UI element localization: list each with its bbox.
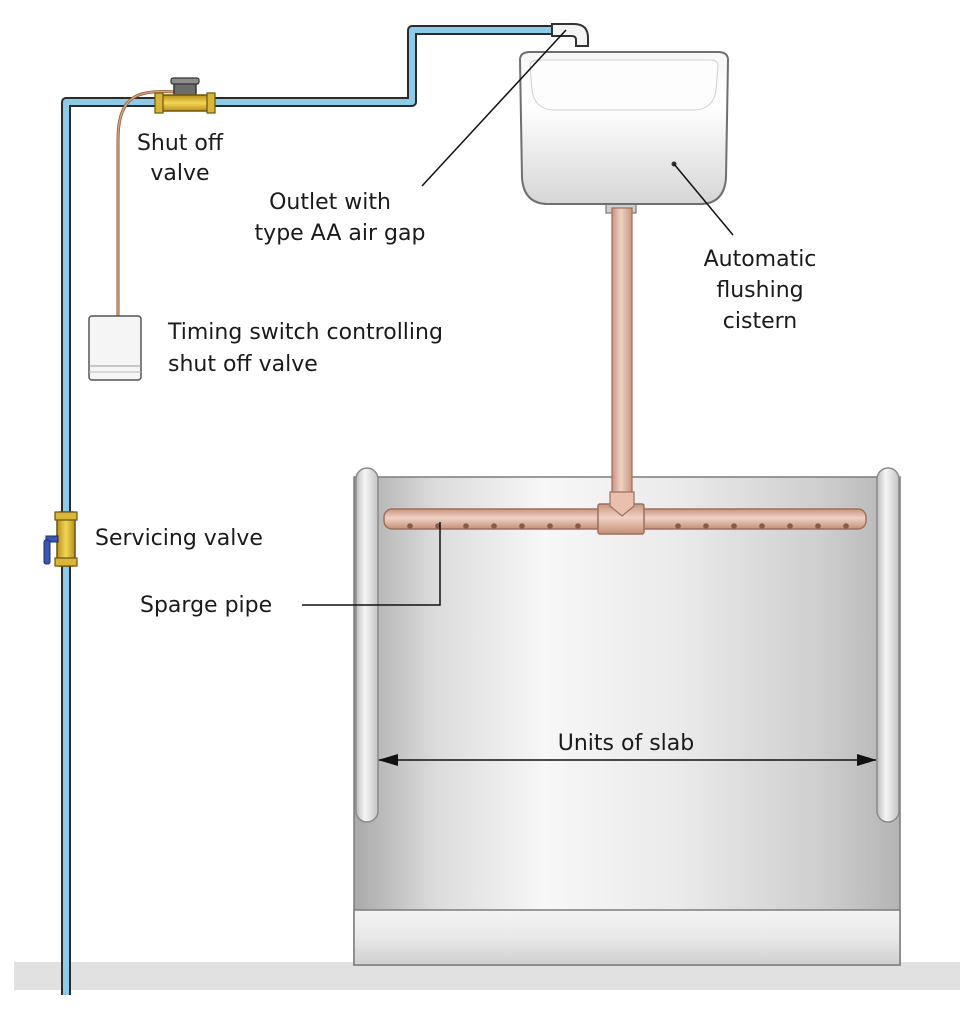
outlet-leader — [421, 29, 567, 187]
timer-box-icon — [88, 315, 142, 381]
outlet-nozzle — [551, 23, 589, 47]
label-units-of-slab: Units of slab — [558, 731, 694, 756]
ball-valve-icon — [43, 511, 78, 567]
flushing-cistern — [518, 51, 730, 205]
flush-pipe — [605, 198, 637, 503]
label-shut-off-valve-line1: Shut off — [137, 131, 224, 156]
label-timing-switch-line1: Timing switch controlling — [167, 320, 443, 345]
label-cistern-line1: Automatic — [704, 247, 817, 272]
sparge-holes — [407, 523, 849, 529]
leader-lines — [302, 29, 734, 606]
label-shut-off-valve-line2: valve — [150, 161, 209, 186]
slab-left-divider — [355, 467, 379, 823]
slab-base — [353, 909, 901, 966]
label-sparge-pipe: Sparge pipe — [140, 593, 272, 618]
label-servicing-valve: Servicing valve — [95, 526, 263, 551]
cistern-leader — [673, 163, 734, 236]
label-cistern-line2: flushing — [716, 278, 803, 303]
label-cistern-line3: cistern — [723, 309, 797, 334]
urinal-slab — [353, 467, 901, 966]
sparge-pipe — [383, 491, 867, 535]
label-outlet-line1: Outlet with — [269, 190, 391, 215]
slab-right-divider — [876, 467, 900, 823]
floor — [14, 962, 960, 990]
label-outlet-line2: type AA air gap — [255, 221, 426, 246]
solenoid-valve-icon — [116, 77, 216, 318]
label-timing-switch-line2: shut off valve — [168, 352, 318, 377]
water-supply-pipe — [61, 25, 558, 995]
sparge-leader — [302, 522, 441, 606]
